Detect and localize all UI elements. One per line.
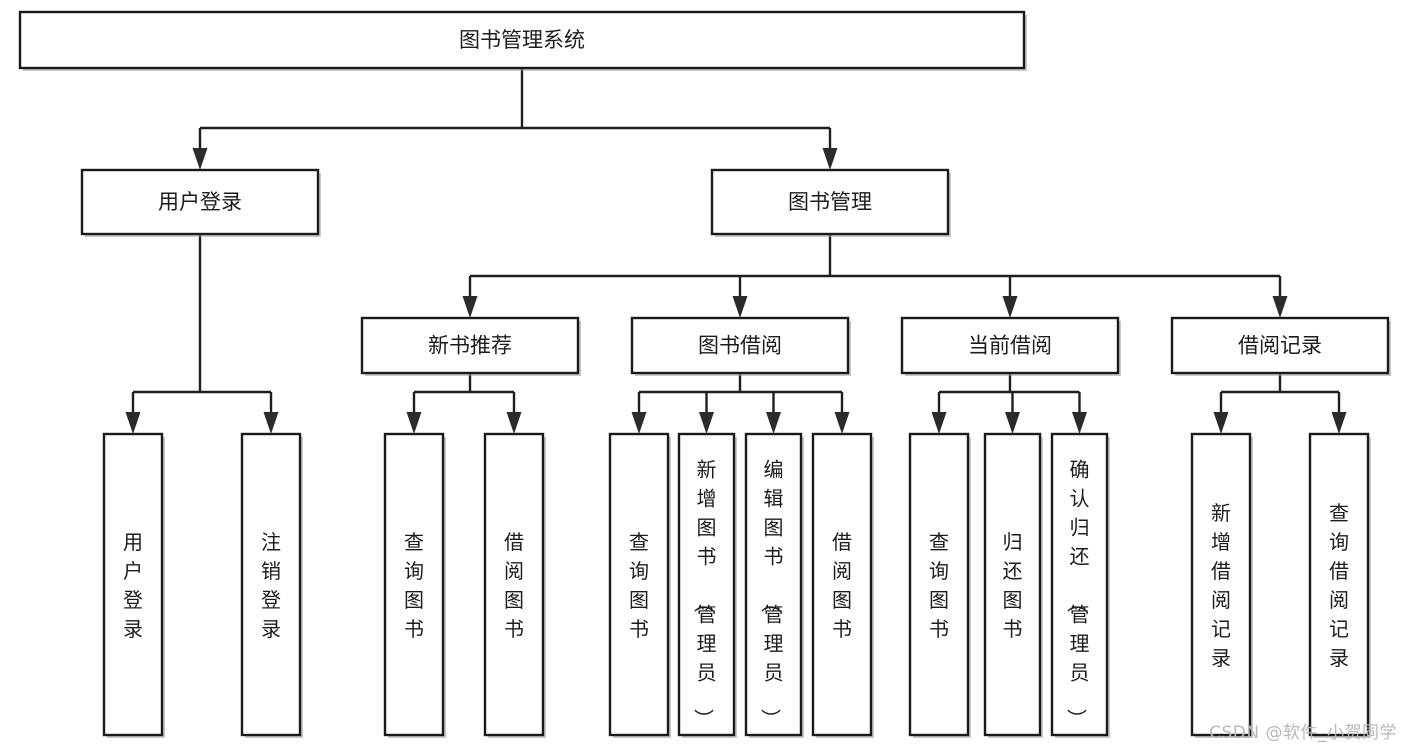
node-label: 查询借阅记录 [1329,501,1349,670]
node-root[interactable]: 图书管理系统 [18,10,1027,71]
edge-group-login [125,234,279,434]
node-record[interactable]: 借阅记录 [1170,316,1391,376]
node-leaf-edit-book[interactable]: 编辑图书（管理员） [744,432,804,738]
arrow-head-icon [506,412,522,434]
node-leaf-return-book[interactable]: 归还图书 [983,432,1043,738]
arrow-head-icon [192,148,208,170]
node-label: 查询图书 [929,530,949,641]
node-label: 编辑图书（管理员） [759,458,784,729]
arrow-head-icon [1331,412,1347,434]
node-label: 图书管理系统 [459,28,585,52]
arrow-head-icon [1213,412,1229,434]
arrow-head-icon [822,148,838,170]
node-label: 用户登录 [123,530,143,641]
node-label: 注销登录 [261,530,281,641]
node-label: 查询图书 [629,530,649,641]
node-label: 确认归还（管理员） [1065,458,1090,729]
node-leaf-borrow-book-2[interactable]: 借阅图书 [811,432,874,738]
node-leaf-add-record[interactable]: 新增借阅记录 [1190,432,1253,738]
node-leaf-query-record[interactable]: 查询借阅记录 [1308,432,1371,738]
node-borrow[interactable]: 图书借阅 [630,316,851,376]
node-leaf-query-book-3[interactable]: 查询图书 [908,432,971,738]
arrow-head-icon [631,412,647,434]
node-label: 借阅图书 [832,530,852,641]
node-leaf-user-login[interactable]: 用户登录 [102,432,165,738]
node-login[interactable]: 用户登录 [80,168,321,237]
arrow-head-icon [699,412,714,434]
arrow-head-icon [732,296,748,318]
arrow-head-icon [1272,296,1288,318]
node-label: 当前借阅 [968,334,1052,358]
nodes-layer: 图书管理系统用户登录图书管理新书推荐图书借阅当前借阅借阅记录用户登录注销登录查询… [18,10,1391,738]
node-label: 归还图书 [1003,530,1023,641]
node-label: 图书管理 [788,190,872,214]
node-leaf-borrow-book-1[interactable]: 借阅图书 [483,432,546,738]
arrow-head-icon [1002,296,1018,318]
node-label: 用户登录 [158,190,242,214]
node-label: 图书借阅 [698,334,782,358]
node-leaf-query-book-2[interactable]: 查询图书 [608,432,671,738]
node-newbook[interactable]: 新书推荐 [360,316,581,376]
edge-group-borrow [631,373,850,434]
edge-group-bookmgmt [462,234,1288,318]
node-leaf-query-book-1[interactable]: 查询图书 [383,432,446,738]
node-label: 新增借阅记录 [1211,501,1231,670]
node-label: 查询图书 [404,530,424,641]
arrow-head-icon [1005,412,1020,434]
node-label: 借阅图书 [504,530,524,641]
edge-group-current [931,373,1087,434]
node-label: 借阅记录 [1238,334,1322,358]
node-label: 新增图书（管理员） [692,458,717,729]
arrow-head-icon [766,412,781,434]
node-leaf-confirm-return[interactable]: 确认归还（管理员） [1050,432,1110,738]
arrow-head-icon [125,412,141,434]
arrow-head-icon [462,296,478,318]
arrow-head-icon [931,412,947,434]
arrow-head-icon [834,412,850,434]
watermark-text: CSDN @软件_小贺同学 [1209,723,1397,743]
edge-group-record [1213,373,1347,434]
arrow-head-icon [1072,412,1087,434]
edge-group-newbook [406,373,522,434]
node-bookmgmt[interactable]: 图书管理 [710,168,951,237]
arrow-head-icon [406,412,422,434]
edge-group-root [192,68,838,170]
node-current[interactable]: 当前借阅 [900,316,1121,376]
node-label: 新书推荐 [428,334,512,358]
arrow-head-icon [263,412,279,434]
edges-layer [125,68,1347,434]
node-leaf-user-logout[interactable]: 注销登录 [240,432,303,738]
node-leaf-add-book[interactable]: 新增图书（管理员） [677,432,737,738]
